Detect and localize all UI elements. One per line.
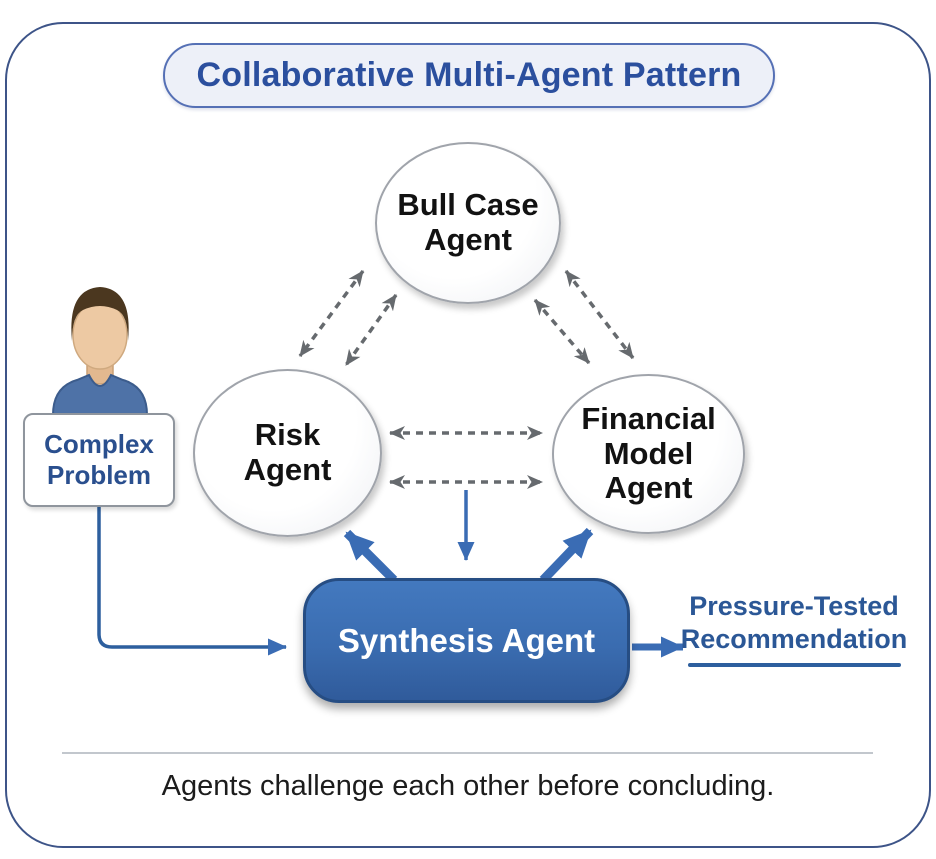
financial-label-line1: Financial	[581, 400, 716, 436]
title-banner: Collaborative Multi-Agent Pattern	[163, 43, 775, 108]
output-label-line1: Pressure-Tested	[689, 591, 899, 621]
risk-label-line1: Risk	[254, 417, 321, 453]
user-icon	[51, 287, 149, 415]
complex-problem-label-line1: Complex	[44, 429, 154, 459]
bull-case-agent-node: Bull Case Agent	[375, 142, 561, 304]
synthesis-agent-label: Synthesis Agent	[337, 621, 596, 659]
complex-problem-box: Complex Problem	[23, 413, 175, 507]
output-label-line2: Recommendation	[680, 624, 908, 654]
financial-label-line3: Agent	[604, 470, 693, 506]
risk-agent-node: Risk Agent	[193, 369, 382, 537]
complex-problem-label-line2: Problem	[46, 460, 152, 490]
caption-text: Agents challenge each other before concl…	[161, 770, 775, 802]
financial-model-agent-node: Financial Model Agent	[552, 374, 745, 534]
output-underline	[687, 663, 901, 667]
bull-case-label-line2: Agent	[424, 222, 512, 257]
output-recommendation: Pressure-Tested Recommendation	[680, 590, 908, 667]
page-title: Collaborative Multi-Agent Pattern	[196, 56, 742, 94]
synthesis-agent-node: Synthesis Agent	[303, 578, 630, 703]
bull-case-label-line1: Bull Case	[397, 187, 539, 223]
financial-label-line2: Model	[603, 435, 694, 471]
risk-label-line2: Agent	[243, 452, 332, 487]
caption-divider	[62, 752, 873, 754]
